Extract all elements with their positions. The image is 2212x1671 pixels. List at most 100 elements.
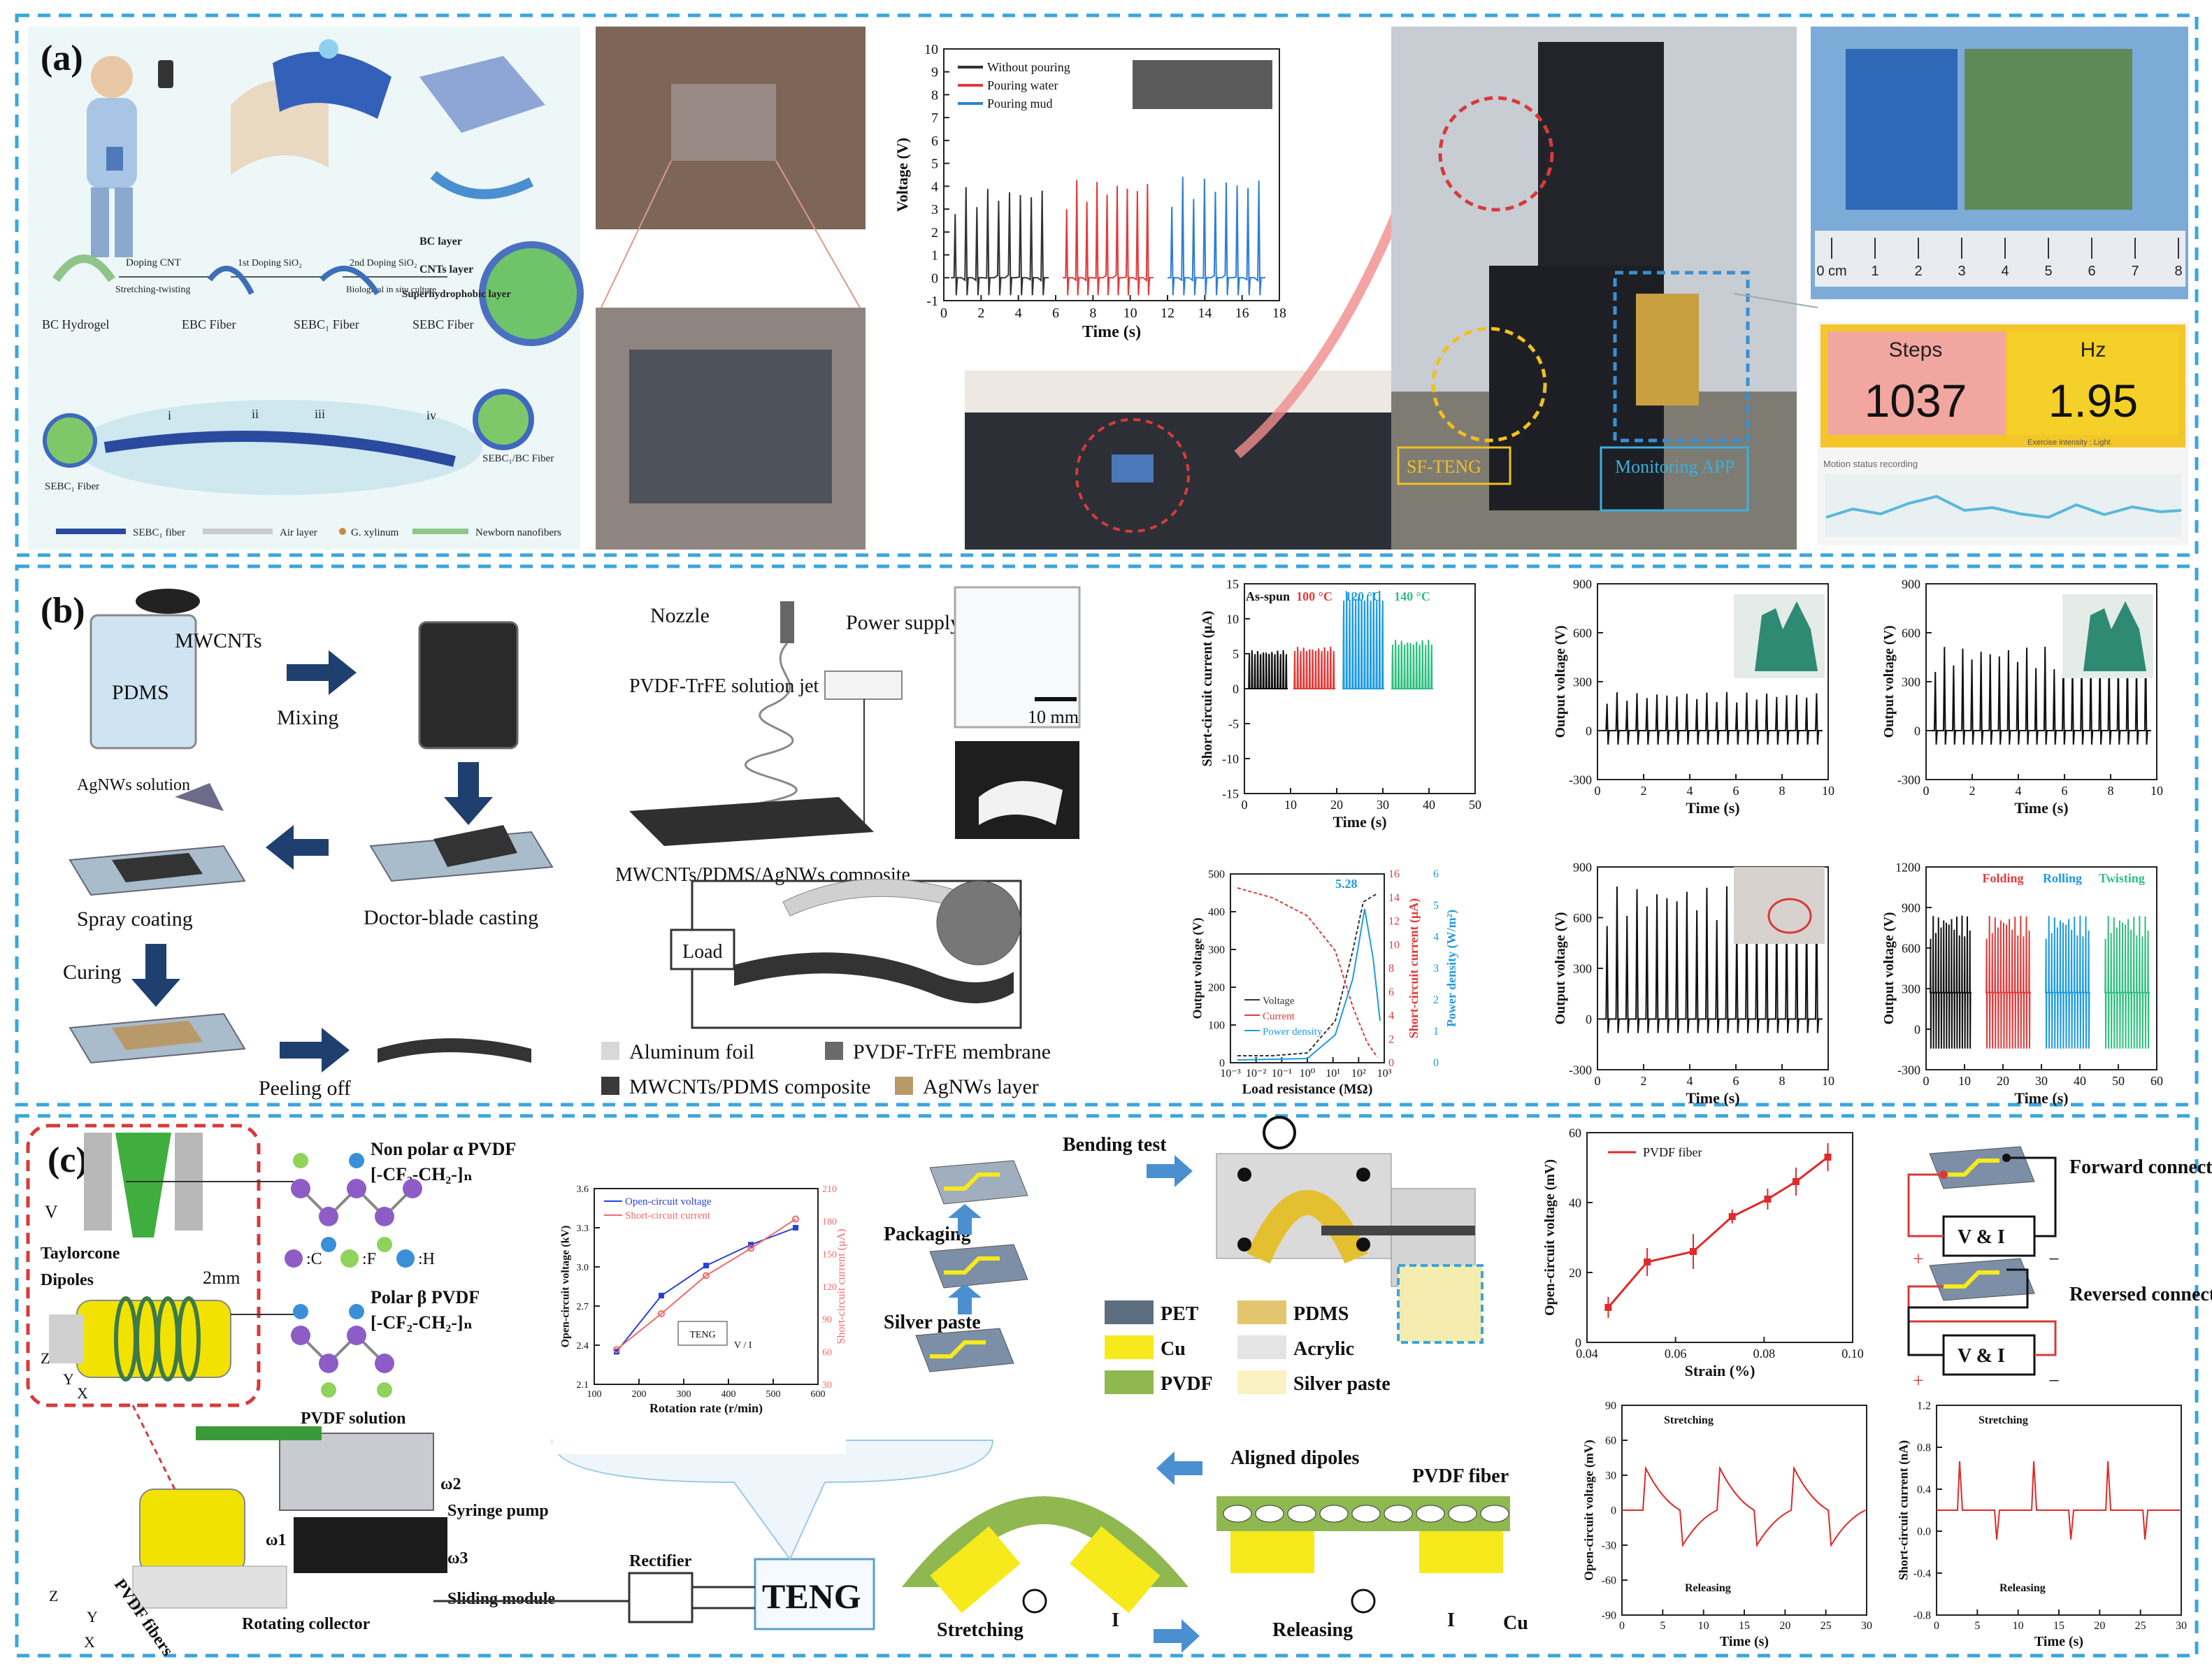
- legend-air: Air layer: [280, 527, 317, 538]
- arch-cu-right: [1070, 1526, 1161, 1614]
- alpha-molecule: [291, 1153, 422, 1252]
- y-tick-label: 4: [931, 179, 938, 194]
- right-tick-label: 60: [822, 1347, 832, 1358]
- x-tick-label: 8: [1779, 784, 1786, 798]
- mwcnts-label: MWCNTs: [175, 629, 262, 652]
- device-highlight-circle: [1075, 418, 1190, 533]
- y-tick-label: -30: [1602, 1540, 1616, 1552]
- material-label: Acrylic: [1293, 1338, 1354, 1360]
- x-tick-label: 0.10: [1841, 1347, 1864, 1361]
- y-axis-label: Output voltage (V): [1553, 912, 1568, 1024]
- x-tick-label: 10: [1698, 1620, 1709, 1632]
- atom-f-swatch: [340, 1249, 359, 1268]
- y-tick-label: 10: [924, 42, 938, 57]
- y-tick-label: 1200: [1895, 860, 1920, 874]
- x-tick-label: 50: [1469, 798, 1481, 812]
- panel-a: (a) BC Hydrogel EBC Fiber SEBC₁ Fiber SE…: [28, 27, 2188, 550]
- legend-label: Pouring mud: [987, 96, 1053, 110]
- mid-tick-label: 14: [1388, 892, 1400, 904]
- process-step-2: EBC Fiber: [182, 317, 236, 331]
- dipole-ellipse: [1351, 1505, 1381, 1523]
- device-stack: [734, 952, 1014, 1003]
- slide-label: Sliding module: [447, 1590, 555, 1608]
- nanofiber-mesh: [419, 56, 545, 133]
- current-label-release: I: [1447, 1609, 1455, 1631]
- x-tick-label: 20: [1997, 1074, 2009, 1088]
- x-axis-label: Load resistance (MΩ): [1242, 1082, 1373, 1097]
- left-arrow-aligned: [1156, 1451, 1202, 1485]
- x-tick-label: 100: [587, 1389, 602, 1400]
- x-tick-label: 0.04: [1576, 1347, 1598, 1361]
- x-tick-label: 6: [1733, 1074, 1739, 1088]
- vi-forward: V & I: [1958, 1226, 2005, 1248]
- teng-box: [754, 1558, 875, 1630]
- y-tick-label: 900: [1902, 577, 1920, 591]
- x-axis-label: Time (s): [2014, 1089, 2068, 1107]
- right-tick-label: 120: [822, 1282, 837, 1293]
- material-label: Cu: [1161, 1338, 1186, 1360]
- w1-label: ω1: [266, 1531, 287, 1549]
- rotating-collector: [139, 1489, 245, 1574]
- legend-mwcnts-swatch: [601, 1077, 619, 1095]
- person-illustration: [87, 56, 173, 257]
- axes-z: Z: [41, 1349, 50, 1367]
- sf-teng-label: SF-TENG: [1407, 457, 1481, 477]
- legend-agnws-swatch: [895, 1077, 913, 1095]
- voltage-series: [1932, 646, 2151, 745]
- process-arrow-1: Doping CNT: [126, 257, 181, 268]
- y-axis-label: Voltage (V): [893, 138, 911, 212]
- stage-i: i: [168, 408, 171, 422]
- x-axis-label: Time (s): [1686, 799, 1739, 817]
- curing-label: Curing: [63, 961, 121, 984]
- voltage-series: [1603, 691, 1823, 745]
- sf-teng-label-box: [1397, 446, 1511, 485]
- x-tick-label: 10: [1123, 306, 1137, 321]
- panel-b-frame: [15, 564, 2199, 1107]
- right-tick-label: 30: [822, 1380, 832, 1391]
- current-point: [747, 1245, 754, 1252]
- motion-trace: [1825, 494, 2182, 519]
- silver-paste-step: [915, 1328, 1014, 1372]
- y-tick-label: 90: [1605, 1400, 1616, 1412]
- dipole-ellipse: [1255, 1505, 1284, 1523]
- x-tick-label: 40: [1423, 798, 1435, 812]
- stage-ii: ii: [252, 407, 259, 421]
- down-arrow-2: [131, 944, 180, 1007]
- inset-teng-label: TENG: [689, 1330, 715, 1340]
- x-tick-label: 8: [1089, 306, 1096, 321]
- doctor-blade-label: Doctor-blade casting: [364, 906, 538, 929]
- y-tick-label: 2.7: [577, 1302, 589, 1312]
- x-tick-label: 15: [2053, 1620, 2064, 1632]
- dipole-ellipse: [1384, 1505, 1413, 1523]
- collector-plate: [629, 797, 874, 846]
- material-label: Silver paste: [1293, 1373, 1391, 1395]
- coil-windings: [114, 1296, 201, 1382]
- syringe-pump: [279, 1433, 434, 1511]
- dipole-ellipse: [1319, 1505, 1349, 1523]
- y-tick-label: 0.4: [1917, 1484, 1931, 1496]
- y-tick-label: 0: [1914, 724, 1920, 738]
- electrospin-zoom-box: [26, 1124, 261, 1407]
- right-arrow-bend: [1147, 1155, 1193, 1187]
- plot-frame: [1586, 1132, 1853, 1343]
- dipole-ellipse: [1480, 1505, 1509, 1523]
- y-axis-label: Short-circuit current (μA): [1200, 611, 1215, 767]
- x-tick-label: 8: [2108, 784, 2114, 798]
- nonpolar-formula: [-CF₂-CH₂-]ₙ: [371, 1164, 473, 1184]
- sebc-bc-fiber-right: [473, 389, 534, 450]
- voltage-point: [659, 1293, 664, 1299]
- y-axis-label: Open-circuit voltage (kV): [560, 1226, 572, 1348]
- legend-label: Current: [1263, 1011, 1295, 1022]
- x-tick-label: 0.08: [1753, 1347, 1776, 1361]
- spray-arrow: [266, 825, 329, 870]
- cu-label: Cu: [1503, 1612, 1528, 1634]
- legend-label: Voltage: [1263, 996, 1295, 1007]
- v4-series-0: [1930, 915, 1972, 1049]
- y-tick-label: 2.4: [577, 1341, 589, 1351]
- dipoles-label: Dipoles: [41, 1271, 94, 1289]
- y-tick-label: 400: [1208, 907, 1225, 919]
